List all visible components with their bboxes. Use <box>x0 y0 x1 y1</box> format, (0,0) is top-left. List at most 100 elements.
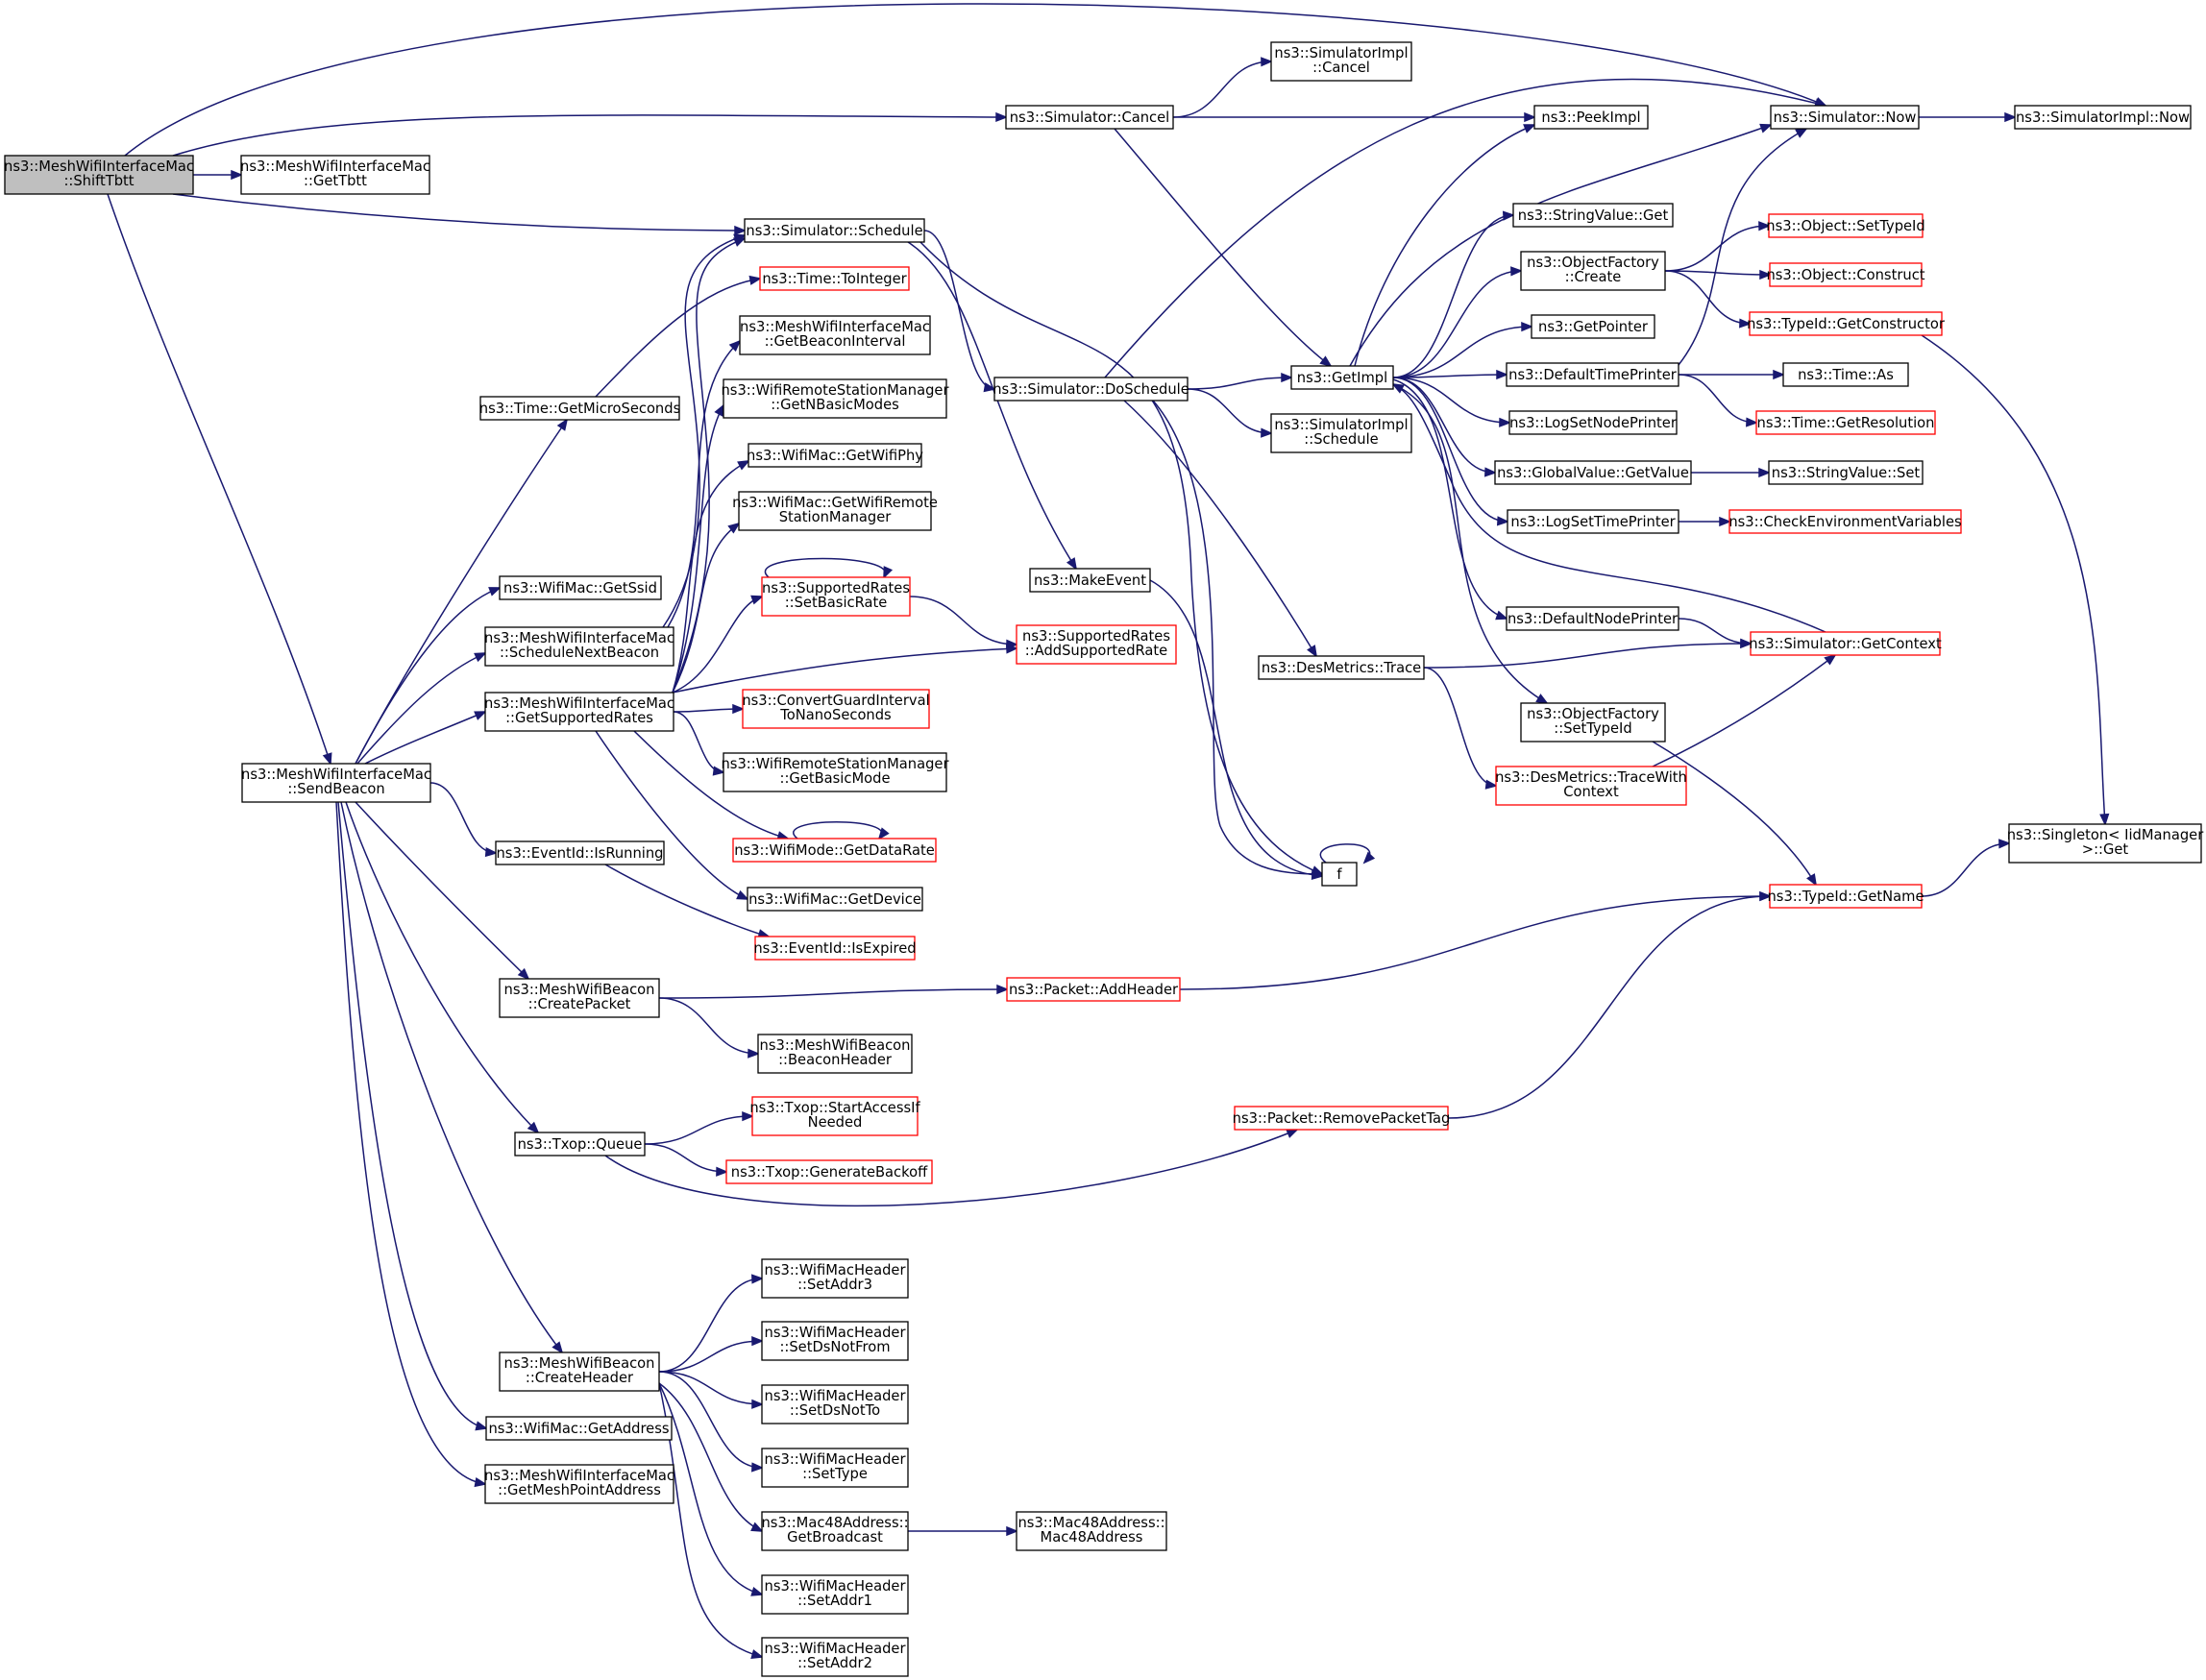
arrowhead <box>517 967 530 981</box>
edge-line <box>172 193 746 231</box>
node-getmicroseconds[interactable]: ns3::Time::GetMicroSeconds <box>479 396 680 421</box>
node-label: ns3::MeshWifiInterfaceMac <box>740 319 930 335</box>
node-getresolution[interactable]: ns3::Time::GetResolution <box>1755 410 1936 435</box>
node-defaulttimeprinter[interactable]: ns3::DefaultTimePrinter <box>1506 362 1679 387</box>
node-checkenv[interactable]: ns3::CheckEnvironmentVariables <box>1728 509 1962 534</box>
node-implschedule[interactable]: ns3::SimulatorImpl::Schedule <box>1270 413 1412 453</box>
node-simcancel[interactable]: ns3::Simulator::Cancel <box>1005 105 1174 130</box>
node-label: ns3::Object::Construct <box>1766 267 1924 283</box>
node-mac48address[interactable]: ns3::Mac48Address::Mac48Address <box>1016 1511 1167 1551</box>
node-getimpl[interactable]: ns3::GetImpl <box>1290 365 1394 390</box>
arrowhead <box>1286 1129 1299 1138</box>
node-box <box>1728 509 1962 534</box>
node-getssid[interactable]: ns3::WifiMac::GetSsid <box>499 575 662 600</box>
node-setaddr2[interactable]: ns3::WifiMacHeader::SetAddr2 <box>761 1637 909 1677</box>
node-objsettypeid[interactable]: ns3::Object::SetTypeId <box>1766 213 1925 238</box>
node-settype[interactable]: ns3::WifiMacHeader::SetType <box>761 1448 909 1488</box>
node-getdatarate[interactable]: ns3::WifiMode::GetDataRate <box>732 838 937 863</box>
node-getpointer[interactable]: ns3::GetPointer <box>1531 314 1655 339</box>
node-getaddress[interactable]: ns3::WifiMac::GetAddress <box>485 1416 673 1441</box>
node-stringvalueget[interactable]: ns3::StringValue::Get <box>1512 203 1674 228</box>
edge-simnow-to-implnow <box>1919 111 2018 123</box>
node-getnbasicmodes[interactable]: ns3::WifiRemoteStationManager::GetNBasic… <box>721 378 949 419</box>
node-label: ns3::DefaultTimePrinter <box>1508 367 1678 383</box>
node-singletonget[interactable]: ns3::Singleton< IidManager>::Get <box>2007 823 2204 864</box>
node-label: ns3::WifiMacHeader <box>765 1262 907 1278</box>
node-defaultnodeprinter[interactable]: ns3::DefaultNodePrinter <box>1506 606 1679 631</box>
node-logsetnodeprinter[interactable]: ns3::LogSetNodePrinter <box>1508 410 1678 435</box>
node-getdevice[interactable]: ns3::WifiMac::GetDevice <box>747 887 923 912</box>
node-getconstructor[interactable]: ns3::TypeId::GetConstructor <box>1747 311 1946 336</box>
edge-line <box>658 988 1008 999</box>
node-isrunning[interactable]: ns3::EventId::IsRunning <box>495 840 665 865</box>
node-label: ns3::GlobalValue::GetValue <box>1497 465 1689 481</box>
edge-setbasicrate-to-addsupportedrate <box>909 596 1019 649</box>
node-objconstruct[interactable]: ns3::Object::Construct <box>1766 262 1925 287</box>
node-getbasicmode[interactable]: ns3::WifiRemoteStationManager::GetBasicM… <box>721 752 949 792</box>
edge-line <box>673 711 724 773</box>
node-tointeger[interactable]: ns3::Time::ToInteger <box>759 266 910 291</box>
node-destrace[interactable]: ns3::DesMetrics::Trace <box>1258 655 1425 680</box>
arrowhead <box>488 587 502 597</box>
edge-shifttbtt-to-sendbeacon <box>107 193 332 766</box>
node-label: GetBroadcast <box>787 1529 883 1546</box>
node-setaddr1[interactable]: ns3::WifiMacHeader::SetAddr1 <box>761 1574 909 1615</box>
node-objfactcreate[interactable]: ns3::ObjectFactory::Create <box>1520 251 1666 291</box>
node-label: ns3::WifiMacHeader <box>765 1451 907 1468</box>
node-createheader[interactable]: ns3::MeshWifiBeacon::CreateHeader <box>499 1351 660 1392</box>
node-setaddr3[interactable]: ns3::WifiMacHeader::SetAddr3 <box>761 1258 909 1299</box>
node-setdsnotto[interactable]: ns3::WifiMacHeader::SetDsNotTo <box>761 1384 909 1424</box>
node-label: ns3::MeshWifiBeacon <box>504 982 655 998</box>
node-getmeshpoint[interactable]: ns3::MeshWifiInterfaceMac::GetMeshPointA… <box>484 1464 674 1504</box>
node-box <box>739 315 931 355</box>
node-getcontext[interactable]: ns3::Simulator::GetContext <box>1749 631 1942 656</box>
node-genbackoff[interactable]: ns3::Txop::GenerateBackoff <box>725 1159 933 1184</box>
node-label: ::SetAddr3 <box>797 1277 872 1293</box>
node-makeevent[interactable]: ns3::MakeEvent <box>1029 568 1151 593</box>
node-simschedule[interactable]: ns3::Simulator::Schedule <box>744 218 925 243</box>
node-sendbeacon[interactable]: ns3::MeshWifiInterfaceMac::SendBeacon <box>241 763 431 803</box>
node-implcancel[interactable]: ns3::SimulatorImpl::Cancel <box>1270 41 1412 82</box>
arrowhead <box>742 1111 755 1122</box>
node-box <box>761 576 911 617</box>
node-isexpired[interactable]: ns3::EventId::IsExpired <box>753 936 917 961</box>
node-objfactsettypeid[interactable]: ns3::ObjectFactory::SetTypeId <box>1520 702 1666 743</box>
node-schedulenextbeacon[interactable]: ns3::MeshWifiInterfaceMac::ScheduleNextB… <box>484 626 674 667</box>
node-addheader[interactable]: ns3::Packet::AddHeader <box>1006 977 1181 1002</box>
edge-createpacket-to-addheader <box>658 984 1010 999</box>
node-createpacket[interactable]: ns3::MeshWifiBeacon::CreatePacket <box>499 978 660 1018</box>
edge-addheader-to-typeidgetname <box>1179 890 1773 990</box>
node-getsupportedrates[interactable]: ns3::MeshWifiInterfaceMac::GetSupportedR… <box>484 692 674 732</box>
node-label: ns3::Mac48Address:: <box>761 1515 908 1531</box>
node-typeidgetname[interactable]: ns3::TypeId::GetName <box>1768 884 1924 909</box>
arrowhead <box>750 1522 764 1532</box>
node-getbroadcast[interactable]: ns3::Mac48Address::GetBroadcast <box>761 1511 909 1551</box>
node-gettbtt[interactable]: ns3::MeshWifiInterfaceMac::GetTbtt <box>240 155 430 195</box>
node-implnow[interactable]: ns3::SimulatorImpl::Now <box>2014 105 2192 130</box>
node-addsupportedrate[interactable]: ns3::SupportedRates::AddSupportedRate <box>1016 624 1177 665</box>
node-simnow[interactable]: ns3::Simulator::Now <box>1770 105 1920 130</box>
edge-line <box>644 1115 753 1145</box>
node-beaconheader[interactable]: ns3::MeshWifiBeacon::BeaconHeader <box>757 1034 913 1074</box>
node-setbasicrate[interactable]: ns3::SupportedRates::SetBasicRate <box>761 576 911 617</box>
node-peekimpl[interactable]: ns3::PeekImpl <box>1533 105 1649 130</box>
node-getbeaconinterval[interactable]: ns3::MeshWifiInterfaceMac::GetBeaconInte… <box>739 315 931 355</box>
arrowhead <box>1759 891 1773 902</box>
node-shifttbtt[interactable]: ns3::MeshWifiInterfaceMac::ShiftTbtt <box>4 155 194 195</box>
node-stringvalueset[interactable]: ns3::StringValue::Set <box>1768 460 1924 485</box>
node-doschedule[interactable]: ns3::Simulator::DoSchedule <box>993 377 1189 402</box>
node-getwifiphy[interactable]: ns3::WifiMac::GetWifiPhy <box>747 443 923 468</box>
edge-line <box>1652 741 1817 886</box>
node-timeas[interactable]: ns3::Time::As <box>1782 362 1909 387</box>
node-removepackettag[interactable]: ns3::Packet::RemovePacketTag <box>1233 1106 1451 1131</box>
arrowhead <box>728 339 742 353</box>
node-getwifiremote[interactable]: ns3::WifiMac::GetWifiRemoteStationManage… <box>732 491 938 531</box>
node-f[interactable]: f <box>1321 862 1358 887</box>
node-txopqueue[interactable]: ns3::Txop::Queue <box>514 1132 646 1157</box>
node-globalvalueget[interactable]: ns3::GlobalValue::GetValue <box>1494 460 1692 485</box>
node-setdsnotfrom[interactable]: ns3::WifiMacHeader::SetDsNotFrom <box>761 1321 909 1361</box>
node-logsettimeprinter[interactable]: ns3::LogSetTimePrinter <box>1507 509 1679 534</box>
